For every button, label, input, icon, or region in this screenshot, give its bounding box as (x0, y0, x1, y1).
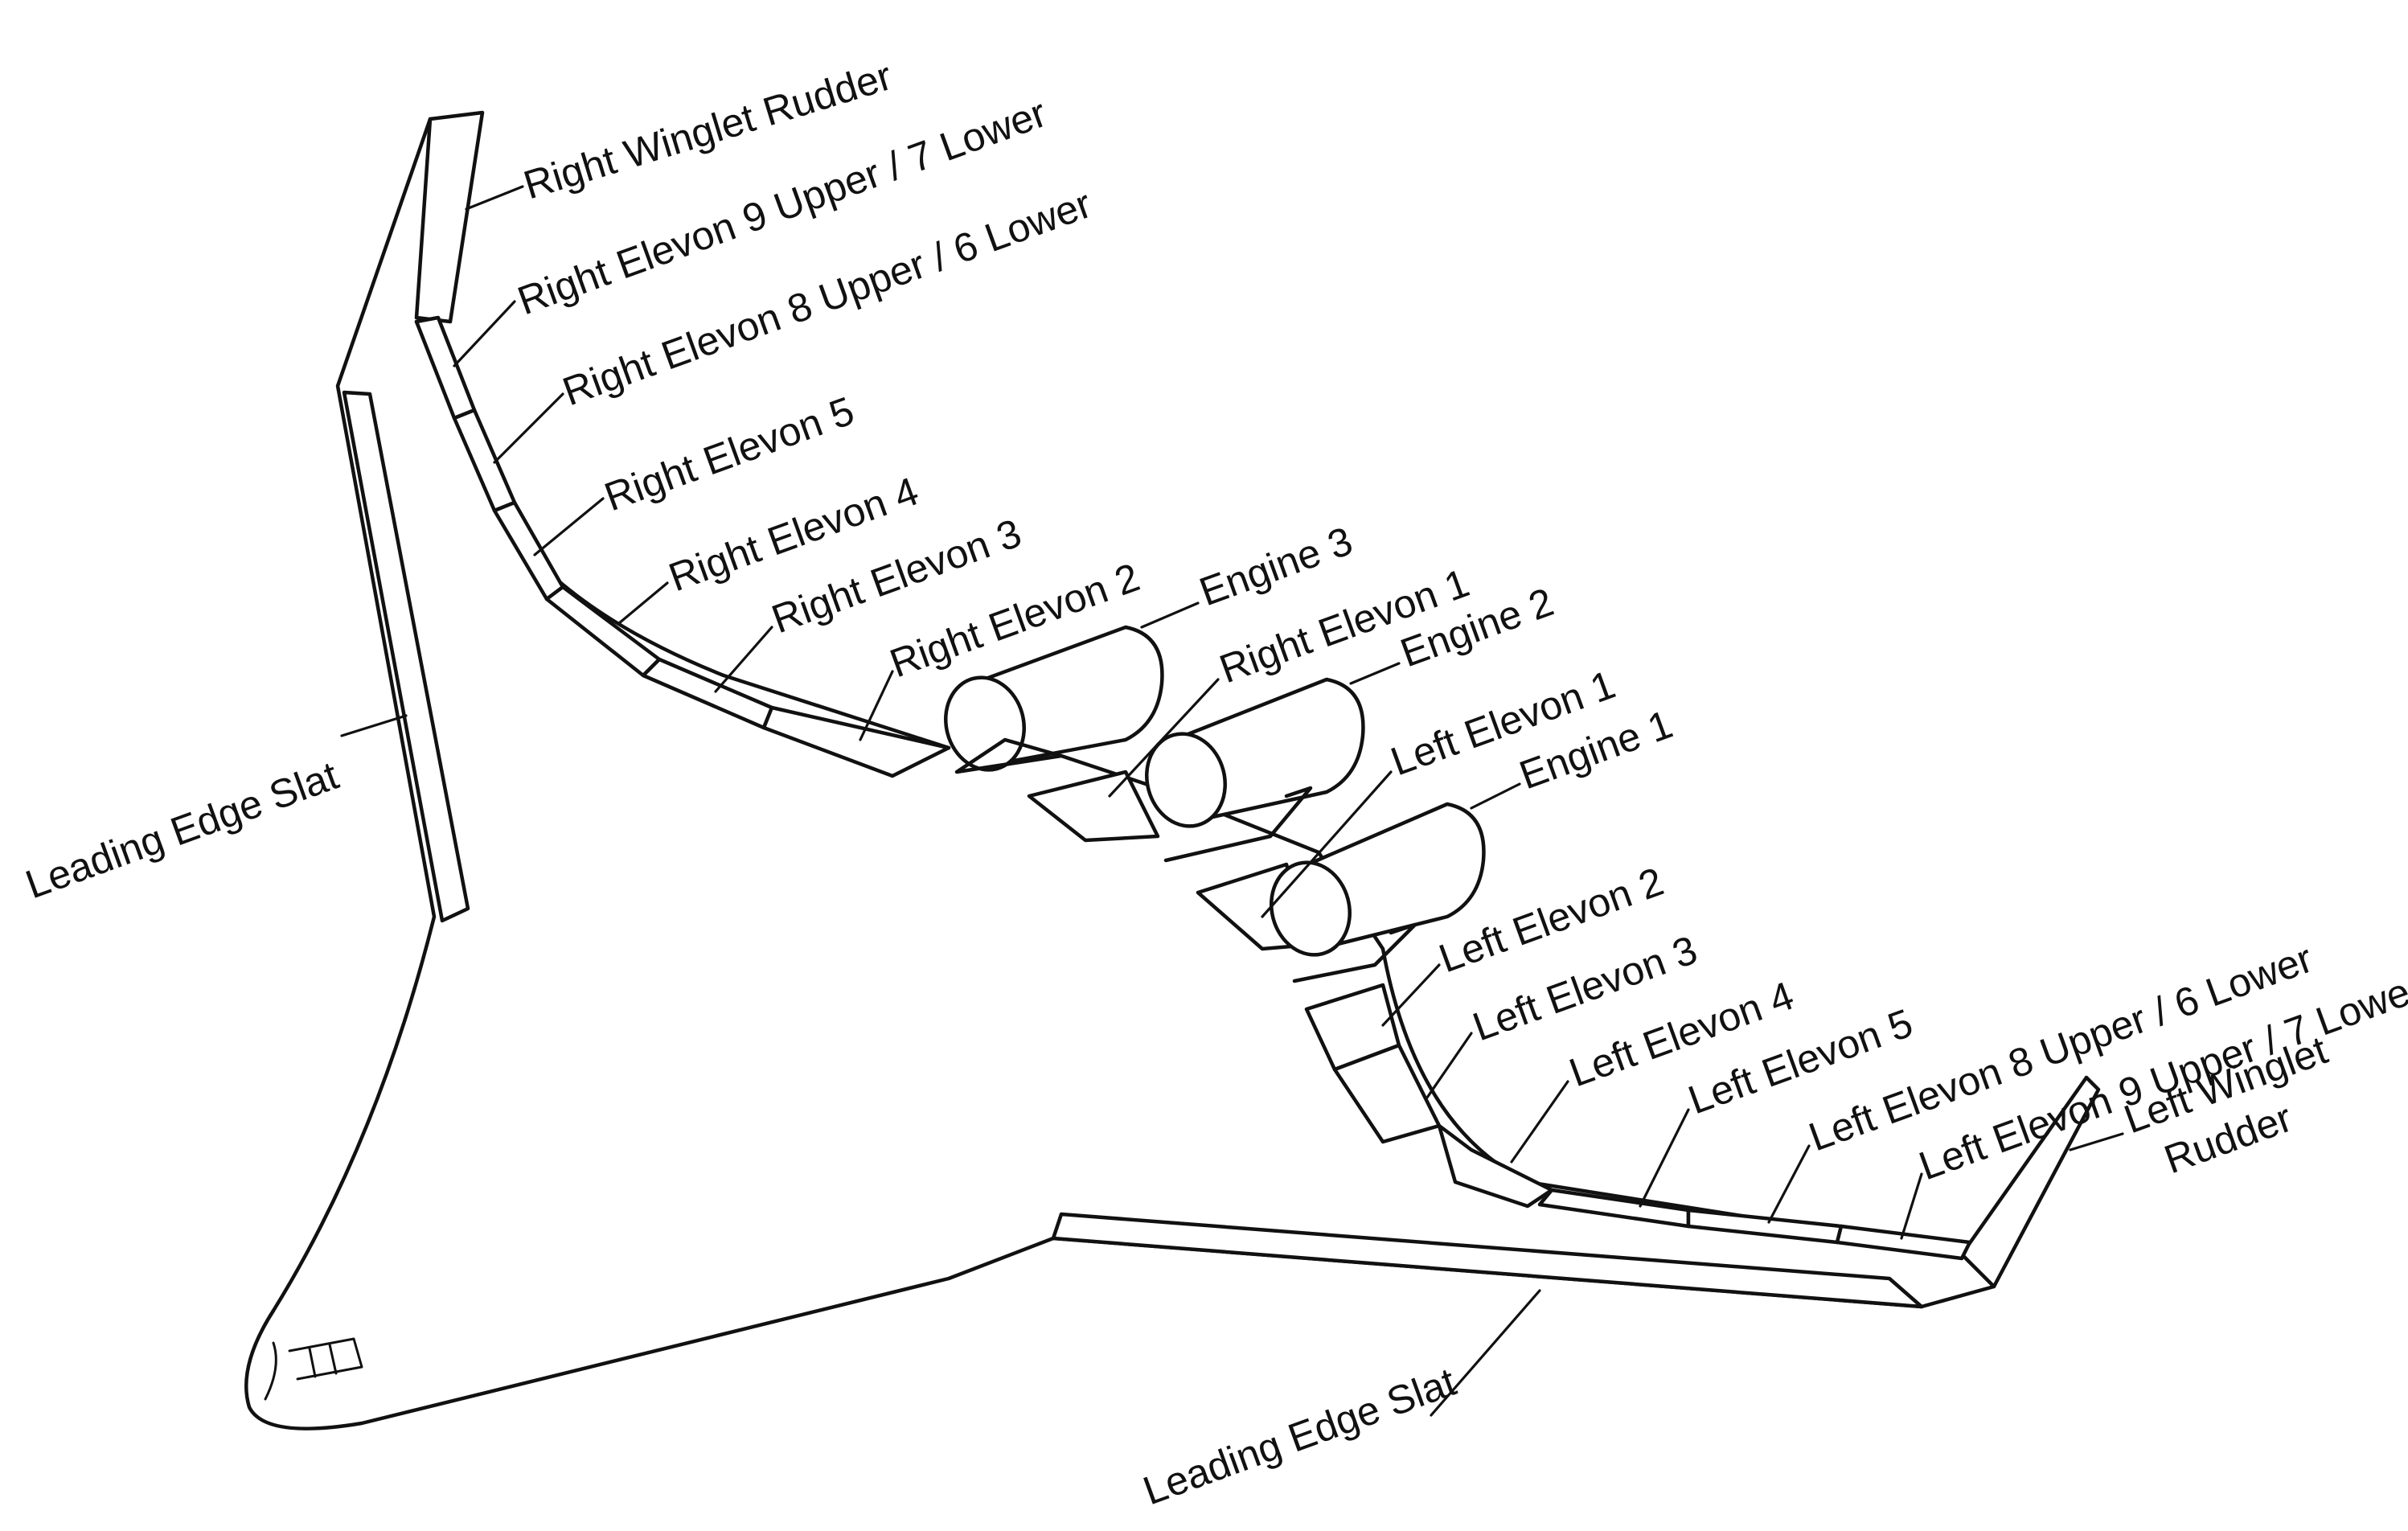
leader-left-elevon-5 (1639, 1108, 1690, 1208)
label-leading-edge-slat-right: Leading Edge Slat (20, 753, 344, 907)
left-elevon-4-panel (1437, 1123, 1554, 1209)
leader-leading-edge-slat-right (340, 714, 408, 737)
engine-2-inlet (1145, 732, 1227, 828)
leader-engine-2 (1349, 662, 1401, 685)
leader-right-elevon-8 (493, 392, 564, 464)
leader-leading-edge-slat-left (1430, 1289, 1541, 1417)
right-elevon-4-panel (544, 585, 662, 678)
leader-right-elevon-3 (714, 626, 773, 693)
leader-left-elevon-3 (1426, 1032, 1473, 1099)
engine-1-pylon (1292, 922, 1417, 983)
leader-engine-1 (1470, 782, 1521, 810)
label-leading-edge-slat-left: Leading Edge Slat (1138, 1359, 1462, 1513)
leader-left-winglet-rudder (2069, 1132, 2124, 1151)
right-elevon-9-panel (414, 315, 477, 421)
right-leading-edge (271, 117, 437, 1313)
engine-2 (1145, 677, 1365, 863)
engine-3-pylon (954, 737, 1064, 774)
right-elevon-8-panel (452, 408, 517, 513)
leader-left-elevon-2 (1381, 963, 1441, 1027)
leader-right-winglet-rudder (465, 185, 524, 211)
right-elevon-2-panel (761, 705, 951, 778)
right-leading-edge-slat (342, 390, 470, 923)
label-engine-3: Engine 3 (1194, 518, 1359, 614)
leader-left-elevon-8 (1767, 1144, 1811, 1224)
left-elevon-9-panel (1835, 1224, 1972, 1261)
leader-right-elevon-1 (1108, 678, 1220, 798)
leader-left-elevon-4 (1510, 1080, 1569, 1164)
right-elevon-5-panel (492, 500, 565, 601)
leader-left-elevon-9 (1900, 1172, 1923, 1240)
right-elevon-1-panel (1027, 770, 1160, 843)
leader-right-elevon-5 (533, 497, 605, 556)
left-leading-edge (244, 1236, 1996, 1430)
leader-right-elevon-4 (617, 581, 669, 625)
right-elevon-panels (414, 315, 1160, 843)
left-elevon-8-panel (1686, 1208, 1844, 1245)
engine-3-inlet (944, 675, 1026, 772)
leader-engine-3 (1140, 601, 1200, 629)
engines (944, 625, 1486, 983)
engine-3 (944, 625, 1164, 774)
leader-lines (340, 185, 2124, 1417)
leader-right-elevon-9 (453, 300, 516, 367)
left-leading-edge-slat (1051, 1212, 1924, 1309)
cockpit-window-frame (264, 1337, 363, 1401)
right-winglet (414, 110, 485, 324)
leader-left-elevon-1 (1261, 770, 1393, 918)
label-right-elevon-8: Right Elevon 8 Upper / 6 Lower (557, 181, 1097, 414)
leader-right-elevon-2 (859, 670, 894, 741)
engine-2-pylon (1163, 786, 1313, 863)
left-winglet (1959, 1075, 2101, 1289)
